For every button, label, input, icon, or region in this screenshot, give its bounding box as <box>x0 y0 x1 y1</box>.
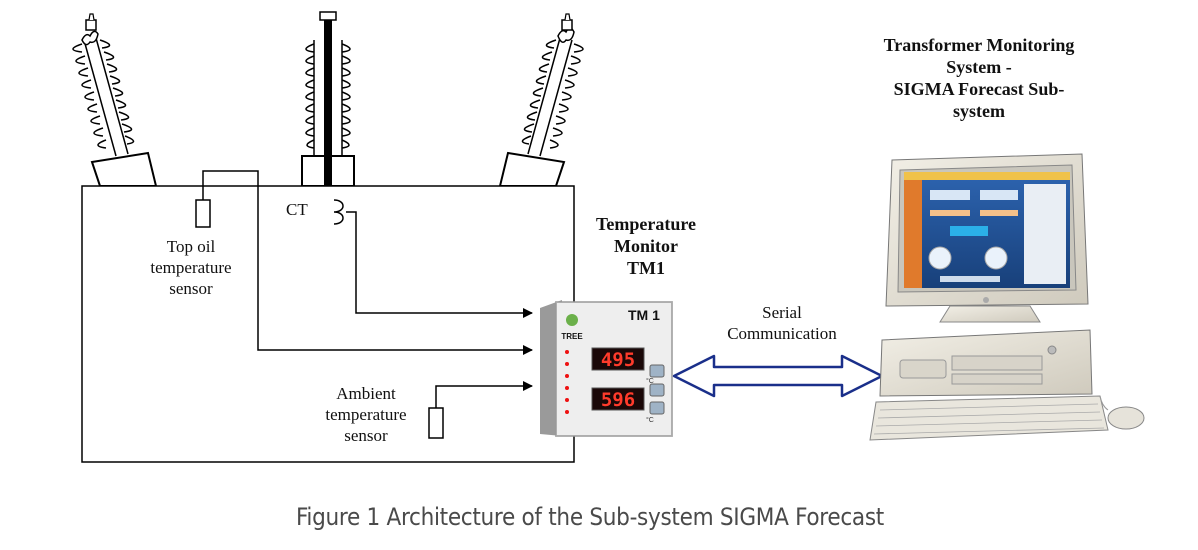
temperature-monitor-device: TREE TM 1 495 °C 596 °C <box>540 300 673 437</box>
monitor-power-icon <box>983 297 989 303</box>
top-oil-wire <box>202 170 533 355</box>
right-bushing <box>498 13 584 187</box>
display-bottom-value: 596 <box>601 389 635 411</box>
status-leds <box>565 350 569 414</box>
unit-top: °C <box>646 377 654 385</box>
top-oil-label: Top oil temperature sensor <box>150 237 232 298</box>
up-button[interactable] <box>649 383 665 397</box>
down-button[interactable] <box>649 401 665 415</box>
computer-workstation <box>869 153 1145 441</box>
tree-logo-icon <box>566 314 578 326</box>
device-model: TM 1 <box>628 307 660 323</box>
ct-label: CT <box>286 200 308 219</box>
mouse-icon <box>1107 406 1145 430</box>
left-bushing <box>72 13 158 187</box>
ct-wire <box>346 211 533 318</box>
figure-caption: Figure 1 Architecture of the Sub-system … <box>296 503 884 531</box>
temperature-monitor-label: Temperature Monitor TM1 <box>596 214 696 278</box>
device-brand: TREE <box>561 332 583 341</box>
transformer-tank <box>81 185 575 463</box>
p-button[interactable] <box>649 364 665 378</box>
ambient-label: Ambient temperature sensor <box>325 384 407 445</box>
display-top-value: 495 <box>601 349 635 371</box>
serial-communication-arrow <box>672 354 884 398</box>
monitoring-system-label: Transformer Monitoring System - SIGMA Fo… <box>883 35 1075 121</box>
ct-coil <box>333 199 344 225</box>
top-oil-sensor <box>195 199 211 228</box>
ambient-sensor <box>428 407 444 439</box>
unit-bottom: °C <box>646 416 654 424</box>
ambient-wire <box>435 381 533 408</box>
serial-communication-label: Serial Communication <box>727 303 837 343</box>
monitor-screen <box>904 172 1070 288</box>
